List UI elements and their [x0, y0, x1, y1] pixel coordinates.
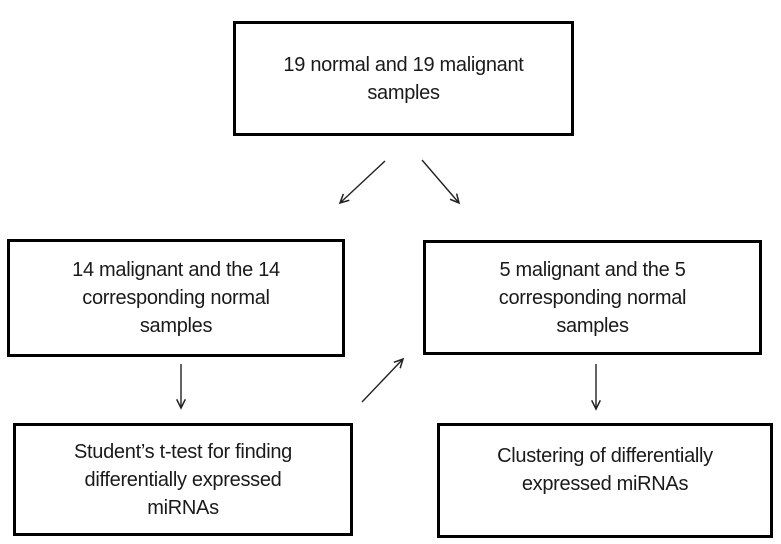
arrow-top-to-mid-right	[421, 159, 461, 205]
node-paired-14: 14 malignant and the 14 corresponding no…	[7, 239, 345, 357]
node-paired-14-label: 14 malignant and the 14 corresponding no…	[72, 259, 280, 337]
arrow-top-to-mid-left	[338, 160, 386, 205]
node-paired-5: 5 malignant and the 5 corresponding norm…	[423, 240, 762, 355]
node-samples-total: 19 normal and 19 malignant samples	[233, 21, 574, 136]
node-paired-5-label: 5 malignant and the 5 corresponding norm…	[498, 258, 687, 337]
node-samples-total-label: 19 normal and 19 malignant samples	[283, 53, 524, 104]
node-clustering-label: Clustering of differentially expressed m…	[497, 445, 713, 495]
node-ttest: Student’s t-test for finding differentia…	[13, 423, 353, 536]
node-ttest-label: Student’s t-test for finding differentia…	[73, 440, 293, 519]
node-clustering: Clustering of differentially expressed m…	[437, 423, 773, 538]
arrow-bottom-left-to-mid-right	[361, 357, 405, 403]
